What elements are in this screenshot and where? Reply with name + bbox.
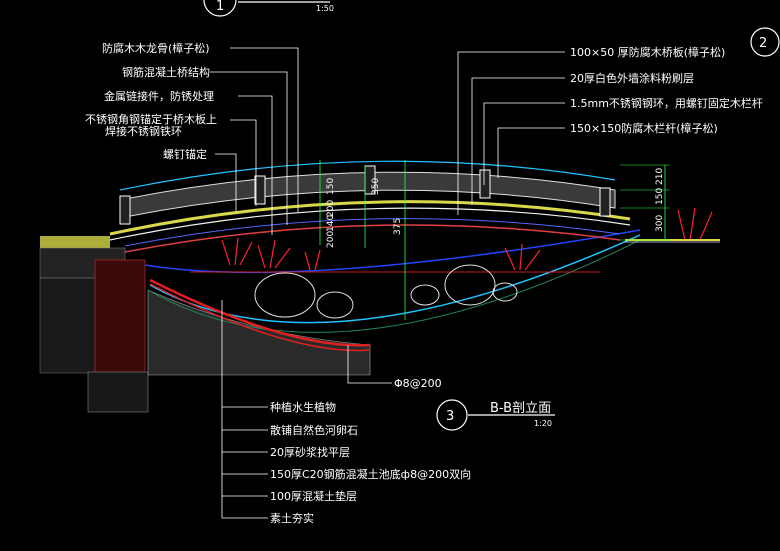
detail-marker-3-num: 3 <box>446 409 454 424</box>
dim-375: 375 <box>393 218 403 235</box>
dim-200-a: 200 <box>326 200 336 217</box>
rebar-callout: Φ8@200 <box>347 345 442 390</box>
label-compacted-soil: 素土夯实 <box>270 511 314 525</box>
bridge-deck <box>109 200 631 253</box>
detail-marker-1: 1 1:50 <box>203 0 334 17</box>
pond-bowl <box>144 229 641 352</box>
dim-right-150: 150 <box>655 188 665 205</box>
label-deck-board: 100×50 厚防腐木桥板(樟子松) <box>570 45 725 59</box>
label-wood-joist: 防腐木木龙骨(樟子松) <box>102 41 210 55</box>
detail-marker-2-num: 2 <box>759 36 767 51</box>
dim-right-210: 210 <box>655 168 665 185</box>
detail-marker-2: 2 <box>750 27 780 57</box>
label-angle-anchor: 不锈钢角钢锚定于桥木板上 <box>85 112 217 126</box>
leaders-left <box>210 47 299 235</box>
label-pebbles: 散铺自然色河卵石 <box>270 423 358 437</box>
label-rebar: Φ8@200 <box>394 377 442 390</box>
aquatic-plants <box>221 207 713 271</box>
left-abutment <box>39 236 149 413</box>
detail-marker-1-num: 1 <box>216 0 224 14</box>
label-paint-layer: 20厚白色外墙涂料粉刷层 <box>570 71 694 85</box>
river-stones <box>254 264 518 319</box>
section-scale: 1:20 <box>534 419 552 428</box>
label-railing-post: 150×150防腐木栏杆(樟子松) <box>570 121 718 135</box>
railing <box>119 160 616 225</box>
dim-150: 150 <box>326 178 336 195</box>
dim-140: 140 <box>326 215 336 232</box>
label-rc-structure: 钢筋混凝土桥结构 <box>122 65 210 79</box>
label-pool-bottom: 150厚C20钢筋混凝土池底ф8@200双向 <box>270 467 471 481</box>
label-screw-anchor: 螺钉锚定 <box>163 147 207 161</box>
label-concrete-cushion: 100厚混凝土垫层 <box>270 489 357 503</box>
left-labels: 防腐木木龙骨(樟子松) 钢筋混凝土桥结构 金属链接件，防锈处理 不锈钢角钢锚定于… <box>85 41 217 161</box>
label-aquatic-plants: 种植水生植物 <box>270 400 336 414</box>
right-labels: 100×50 厚防腐木桥板(樟子松) 20厚白色外墙涂料粉刷层 1.5mm不锈钢… <box>570 45 763 135</box>
label-mortar: 20厚砂浆找平层 <box>270 445 350 459</box>
dimensions-mid: 150 200 140 200 350 375 <box>319 160 406 320</box>
label-metal-connector: 金属链接件，防锈处理 <box>104 89 214 103</box>
detail-marker-3: 3 B-B剖立面 1:20 <box>436 399 555 431</box>
leaders-right <box>457 51 565 215</box>
dim-350: 350 <box>371 178 381 195</box>
leaders-bottom <box>221 300 268 519</box>
section-title: B-B剖立面 <box>490 401 551 416</box>
dim-200-b: 200 <box>326 231 336 248</box>
label-steel-ring: 1.5mm不锈钢钢环，用螺钉固定木栏杆 <box>570 96 763 110</box>
detail-marker-1-scale: 1:50 <box>316 4 334 13</box>
bottom-labels: 种植水生植物 散铺自然色河卵石 20厚砂浆找平层 150厚C20钢筋混凝土池底ф… <box>270 400 471 525</box>
label-weld-ring: 焊接不锈钢铁环 <box>105 124 182 138</box>
pond-base <box>147 289 371 376</box>
dimensions-right: 210 150 300 <box>620 164 670 241</box>
dim-right-300: 300 <box>655 215 665 232</box>
